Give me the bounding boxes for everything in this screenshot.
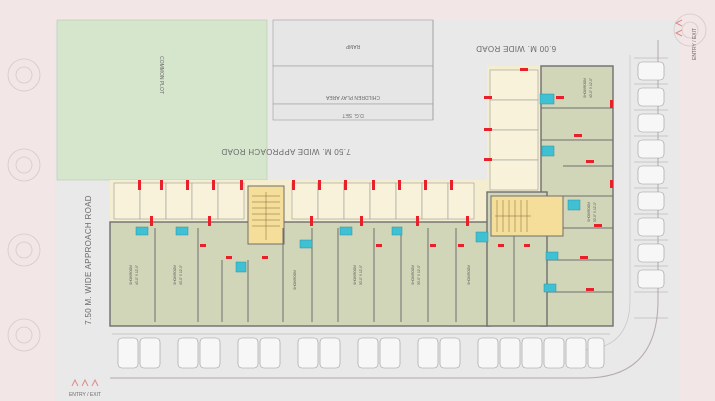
- stair-core-right: [490, 195, 564, 237]
- showroom-dimension: 40'-0" X 12'-0": [589, 78, 593, 98]
- approach-road-left-label: 7.50 M. WIDE APPROACH ROAD: [84, 195, 93, 325]
- entry-arrows-icon: [71, 19, 683, 387]
- bottom-parking-strip: [117, 337, 605, 369]
- showroom-label: SHOWROOM: [353, 265, 357, 285]
- parked-car-icon: [637, 61, 665, 289]
- showroom-dimension: 40'-0" X 12'-0": [135, 265, 139, 285]
- tree-symbol-icon: [7, 13, 707, 352]
- entry-exit-top-label: ENTRY / EXIT: [692, 28, 698, 60]
- dg-set-label: D.G. SET: [342, 112, 363, 118]
- showroom-dimension: 30'-0" X 12'-0": [417, 265, 421, 285]
- showroom-label: SHOWROOM: [411, 265, 415, 285]
- showroom-label: SHOWROOM: [587, 202, 591, 222]
- showroom-dimension: 30'-0" X 12'-0": [593, 202, 597, 222]
- showroom-dimension: 40'-0" X 12'-0": [179, 265, 183, 285]
- boundary-curve: [110, 40, 659, 379]
- plan-labels: 6.00 M. WIDE ROAD 7.50 M. WIDE APPROACH …: [69, 28, 698, 398]
- showroom-label: SHOWROOM: [173, 265, 177, 285]
- ramp-label: RAMP: [345, 43, 360, 49]
- showroom-partitions-right: [541, 107, 613, 293]
- showroom-label: SHOWROOM: [293, 270, 297, 290]
- entry-exit-bottom-label: ENTRY / EXIT: [69, 392, 101, 398]
- showroom-label: SHOWROOM: [129, 265, 133, 285]
- showroom-dimension: 30'-0" X 12'-0": [359, 265, 363, 285]
- right-parking-strip: [634, 57, 668, 319]
- ramp-area: [272, 19, 434, 67]
- children-play-area-label: CHILDREN PLAY AREA: [325, 94, 380, 100]
- door-markers: [138, 68, 613, 291]
- toilet-blocks: [135, 93, 581, 293]
- stair-core-left: [247, 185, 285, 245]
- showroom-label: SHOWROOM: [583, 78, 587, 98]
- road-top-label: 6.00 M. WIDE ROAD: [476, 44, 556, 53]
- common-plot-area: [56, 19, 268, 181]
- showroom-label: SHOWROOM: [467, 265, 471, 285]
- common-plot-label: COMMON PLOT: [158, 56, 164, 94]
- approach-road-mid-label: 7.50 M. WIDE APPROACH ROAD: [221, 147, 351, 156]
